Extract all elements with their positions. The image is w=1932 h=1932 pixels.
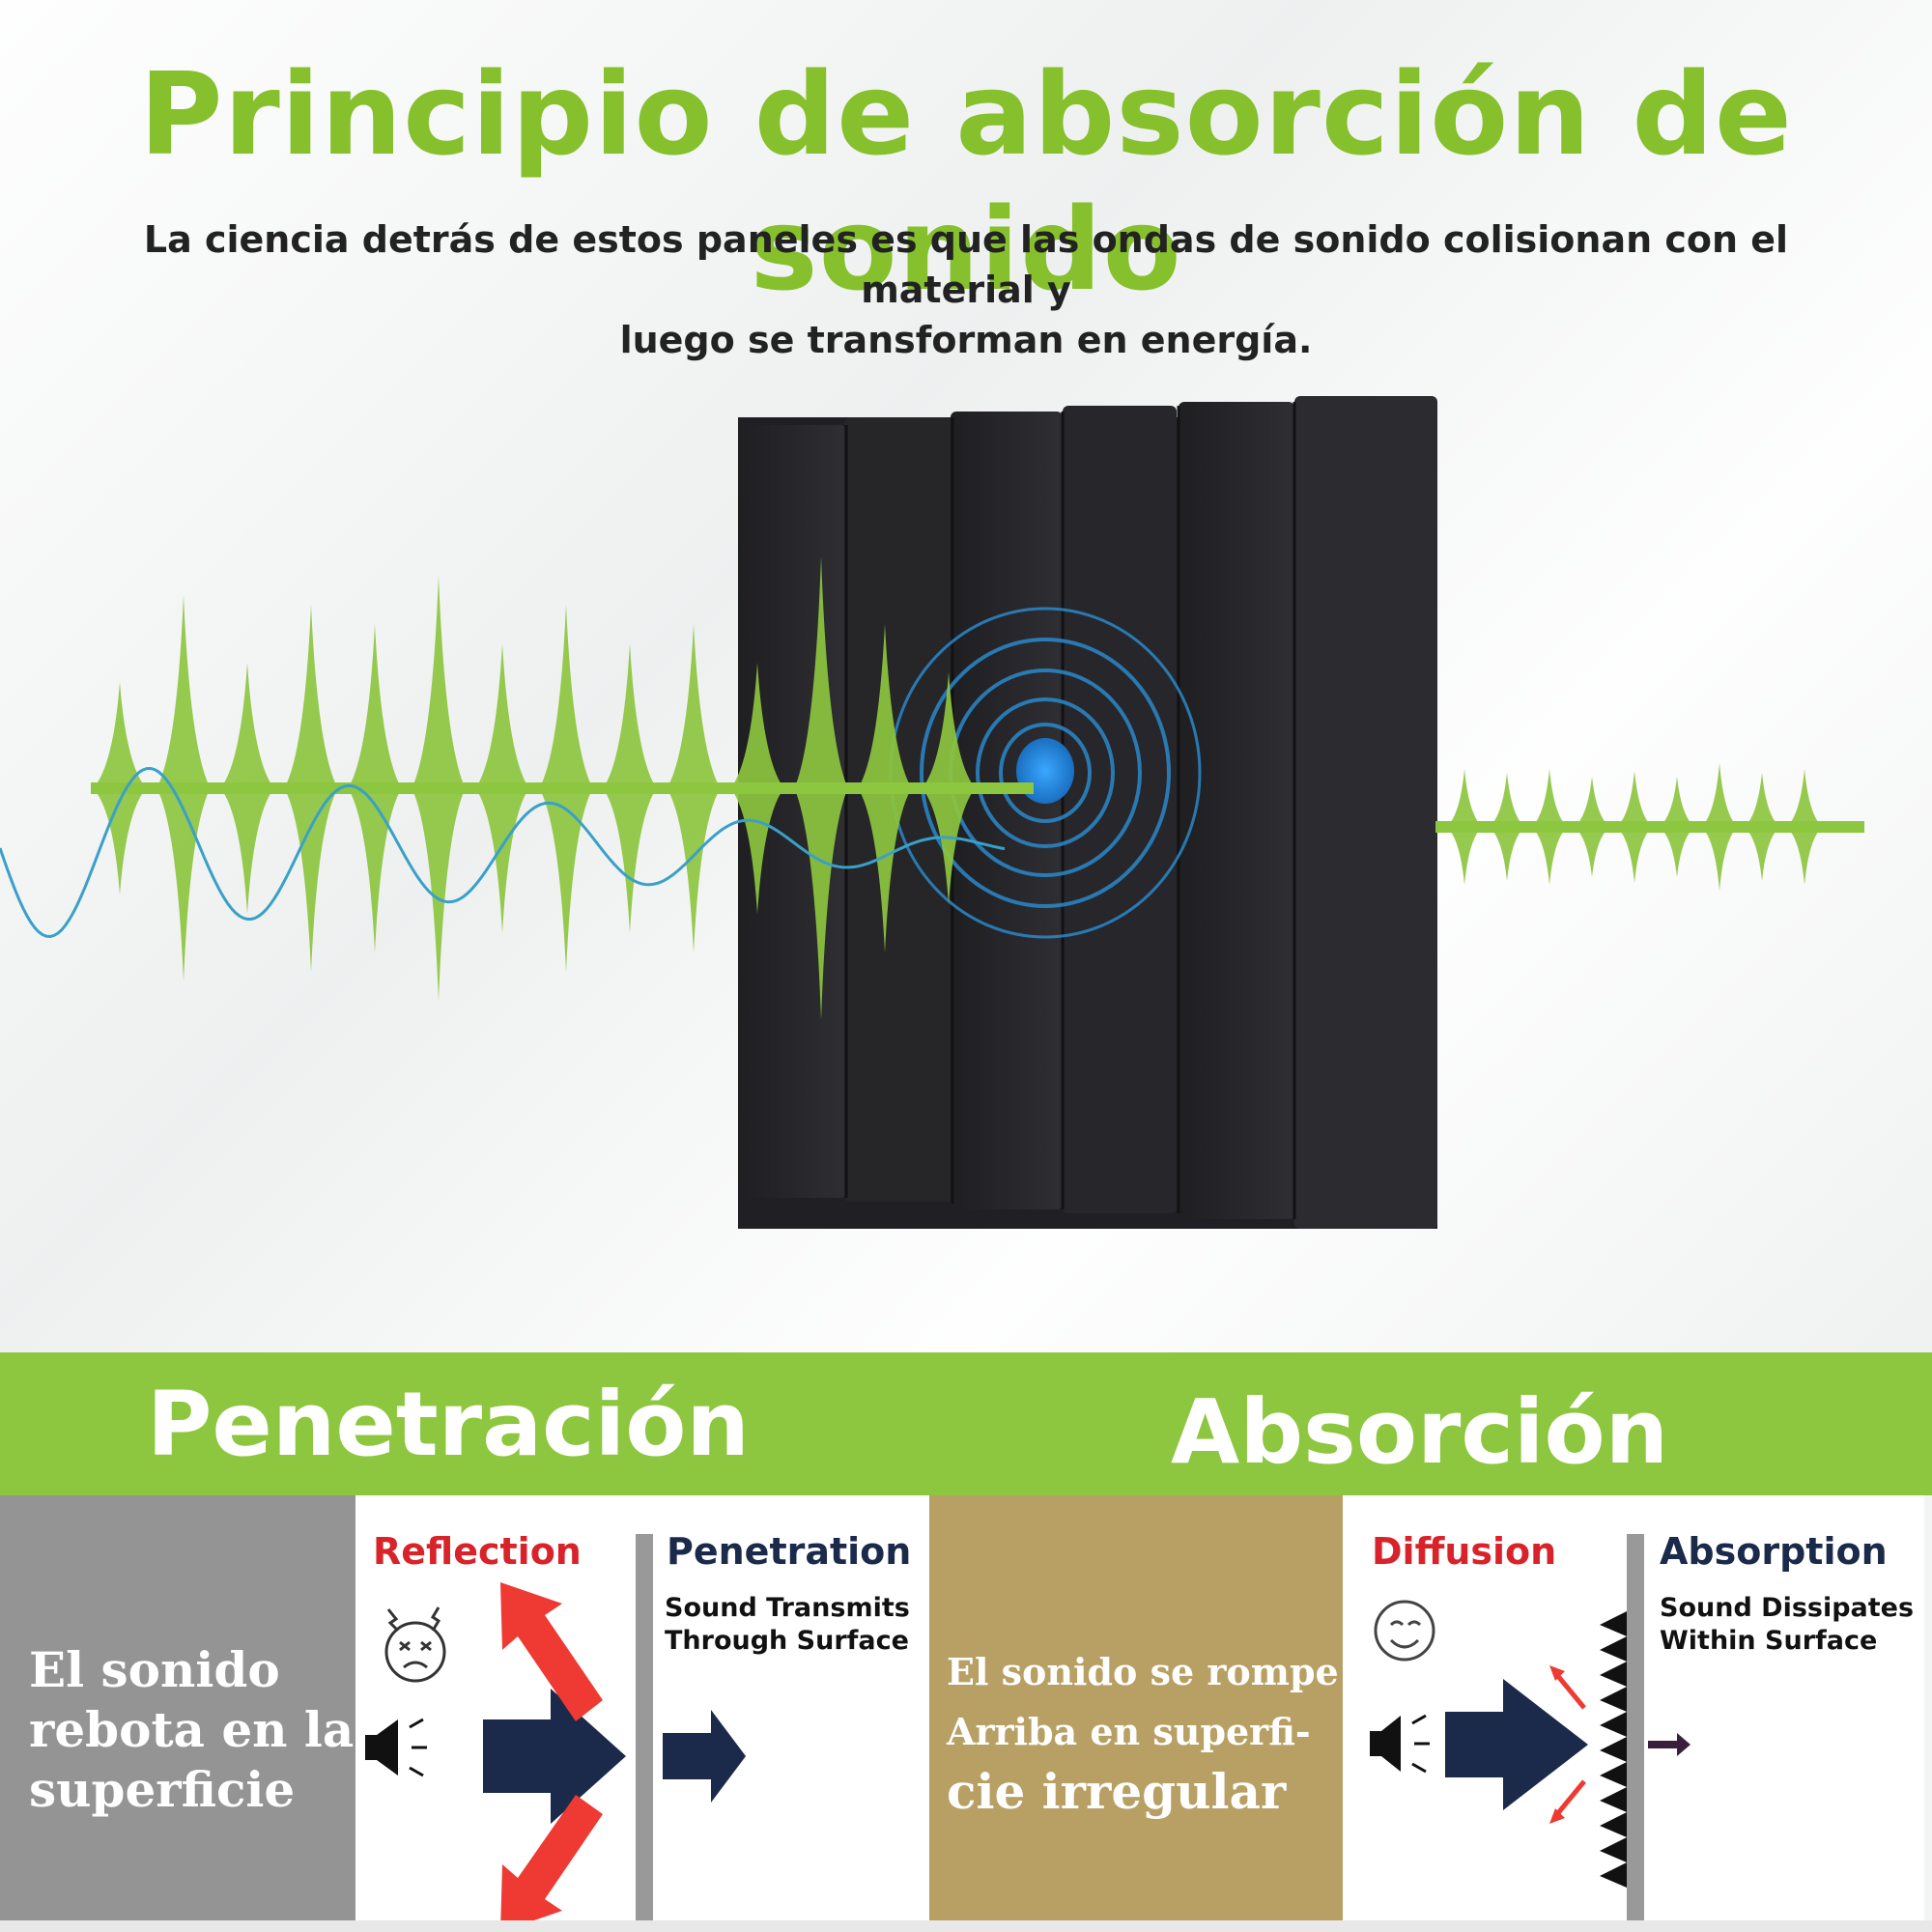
subtitle-line-2: luego se transforman en energía.	[619, 319, 1313, 361]
section-header-band	[0, 1352, 1932, 1495]
incoming-line-wave	[0, 766, 1006, 939]
absorption-sub-line-2: Within Surface	[1660, 1626, 1878, 1656]
incident-arrow-icon	[1445, 1679, 1588, 1810]
reflection-line-1: El sonido	[29, 1641, 280, 1698]
annoyed-face-icon	[384, 1606, 446, 1683]
incident-arrow-icon	[483, 1689, 626, 1824]
absorcion-label: Absorción	[1171, 1380, 1669, 1484]
reflection-description: El sonido rebota en la superficie	[29, 1640, 354, 1820]
diffusion-title: Diffusion	[1372, 1530, 1557, 1573]
foam-rib-3	[951, 412, 1063, 1209]
speaker-icon	[1370, 1714, 1430, 1774]
incoming-sound-wave	[91, 556, 1034, 1020]
foam-rib-5	[1179, 402, 1294, 1219]
transmitted-wave-axis	[1435, 821, 1864, 833]
diffusion-line-3: cie irregular	[947, 1763, 1287, 1820]
absorption-title: Absorption	[1660, 1530, 1888, 1573]
reflection-line-2: rebota en la	[29, 1701, 355, 1758]
penetration-sub-line-1: Sound Transmits	[665, 1593, 910, 1623]
penetration-subtitle: Sound Transmits Through Surface	[665, 1592, 910, 1658]
penetration-title: Penetration	[667, 1530, 912, 1573]
absorption-subtitle: Sound Dissipates Within Surface	[1660, 1592, 1914, 1658]
penetracion-label: Penetración	[147, 1373, 750, 1476]
wall-divider	[1627, 1534, 1644, 1920]
speaker-icon	[365, 1718, 427, 1777]
happy-face-icon	[1374, 1600, 1435, 1662]
transmitted-sound-wave	[1435, 763, 1864, 891]
jagged-surface-icon	[1600, 1611, 1627, 1888]
wall-divider	[636, 1534, 653, 1920]
page-title: Principio de absorción de sonido	[139, 47, 1793, 316]
diffused-up-arrowhead-icon	[1549, 1665, 1565, 1681]
transmitted-arrow-icon	[663, 1710, 746, 1803]
foam-rib-6	[1294, 396, 1437, 1229]
absorption-sub-line-1: Sound Dissipates	[1660, 1593, 1915, 1623]
diffused-down-arrow-icon	[1555, 1779, 1586, 1816]
reflection-text-panel: El sonido rebota en la superficie	[0, 1495, 355, 1920]
diffused-down-arrowhead-icon	[1549, 1808, 1565, 1824]
reflection-penetration-diagram: Reflection Penetration Sound Transmits T…	[355, 1495, 929, 1920]
hero-illustration	[0, 396, 1864, 1229]
reflected-up-arrow-icon	[500, 1582, 603, 1721]
diffusion-line-2: Arriba en superfi-	[947, 1710, 1311, 1753]
subtitle-line-1: La ciencia detrás de estos paneles es qu…	[143, 218, 1789, 311]
absorbed-arrow-icon	[1648, 1733, 1690, 1756]
incoming-wave-axis	[91, 782, 1034, 794]
reflected-down-arrow-icon	[500, 1795, 603, 1920]
foam-panel	[738, 396, 1437, 1229]
reflection-title: Reflection	[373, 1530, 582, 1573]
diffusion-absorption-diagram: Diffusion Absorption Sound Dissipates Wi…	[1343, 1495, 1924, 1920]
diffused-up-arrow-icon	[1555, 1673, 1586, 1710]
diffusion-text-panel: El sonido se rompe Arriba en superfi- ci…	[929, 1495, 1343, 1920]
diffusion-line-1: El sonido se rompe	[947, 1650, 1339, 1693]
reflection-line-3: superficie	[29, 1761, 296, 1818]
bottom-strip	[0, 1920, 1932, 1932]
diffusion-description: El sonido se rompe Arriba en superfi- ci…	[947, 1642, 1339, 1822]
page-subtitle: La ciencia detrás de estos paneles es qu…	[58, 214, 1874, 365]
foam-rib-4	[1063, 406, 1177, 1213]
penetration-sub-line-2: Through Surface	[665, 1626, 909, 1656]
